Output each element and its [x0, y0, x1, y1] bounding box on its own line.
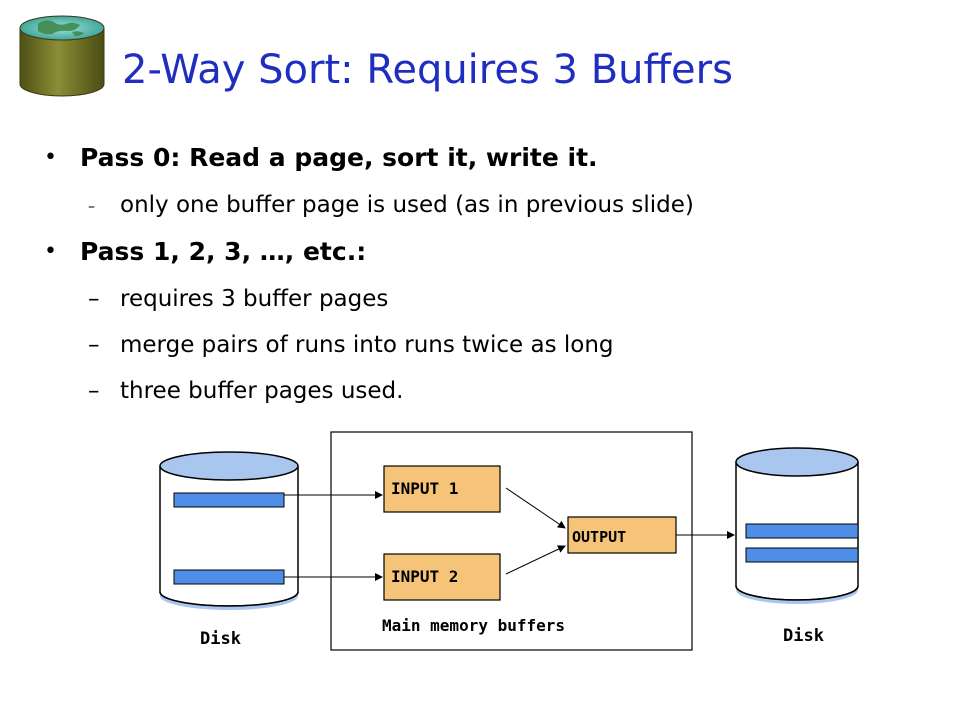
- input-1-label: INPUT 1: [391, 479, 458, 498]
- bullet-item-pass0: • Pass 0: Read a page, sort it, write it…: [40, 134, 940, 182]
- bullet-dot-icon: •: [44, 239, 57, 264]
- left-disk: [159, 451, 299, 610]
- input-2-buffer: [383, 553, 501, 601]
- right-disk-label: Disk: [783, 626, 824, 646]
- sub-bullet-item: – three buffer pages used.: [40, 368, 940, 414]
- database-globe-icon: [19, 15, 105, 97]
- input-1-buffer: [383, 465, 501, 513]
- sub-bullet-text: merge pairs of runs into runs twice as l…: [120, 332, 614, 358]
- bullet-item-pass1: • Pass 1, 2, 3, …, etc.:: [40, 228, 940, 276]
- dash-icon: –: [88, 378, 100, 404]
- disk-page: [745, 547, 859, 563]
- arrow-input2-to-output: [505, 545, 566, 575]
- sub-bullet-text: only one buffer page is used (as in prev…: [120, 192, 694, 218]
- sub-bullet-item: – only one buffer page is used (as in pr…: [40, 182, 940, 228]
- dash-icon: –: [88, 199, 95, 215]
- sub-bullet-item: – requires 3 buffer pages: [40, 276, 940, 322]
- sub-bullet-text: requires 3 buffer pages: [120, 286, 389, 312]
- main-memory-label: Main memory buffers: [382, 616, 565, 635]
- bullet-list: • Pass 0: Read a page, sort it, write it…: [40, 134, 940, 414]
- left-disk-label: Disk: [200, 629, 241, 649]
- slide-title: 2-Way Sort: Requires 3 Buffers: [122, 47, 733, 93]
- bullet-text: Pass 1, 2, 3, …, etc.:: [80, 237, 367, 266]
- arrow-input1-to-output: [505, 487, 566, 529]
- dash-icon: –: [88, 286, 100, 312]
- bullet-dot-icon: •: [44, 145, 57, 170]
- right-disk: [735, 447, 859, 604]
- disk-page: [745, 523, 859, 539]
- main-memory-frame: [330, 431, 693, 651]
- output-label: OUTPUT: [572, 528, 626, 546]
- input-2-label: INPUT 2: [391, 567, 458, 586]
- sub-bullet-item: – merge pairs of runs into runs twice as…: [40, 322, 940, 368]
- disk-page: [173, 492, 285, 508]
- sub-bullet-text: three buffer pages used.: [120, 378, 404, 404]
- dash-icon: –: [88, 332, 100, 358]
- merge-diagram: INPUT 1 INPUT 2 OUTPUT Main memory buffe…: [159, 431, 859, 651]
- bullet-text: Pass 0: Read a page, sort it, write it.: [80, 143, 598, 172]
- disk-page: [173, 569, 285, 585]
